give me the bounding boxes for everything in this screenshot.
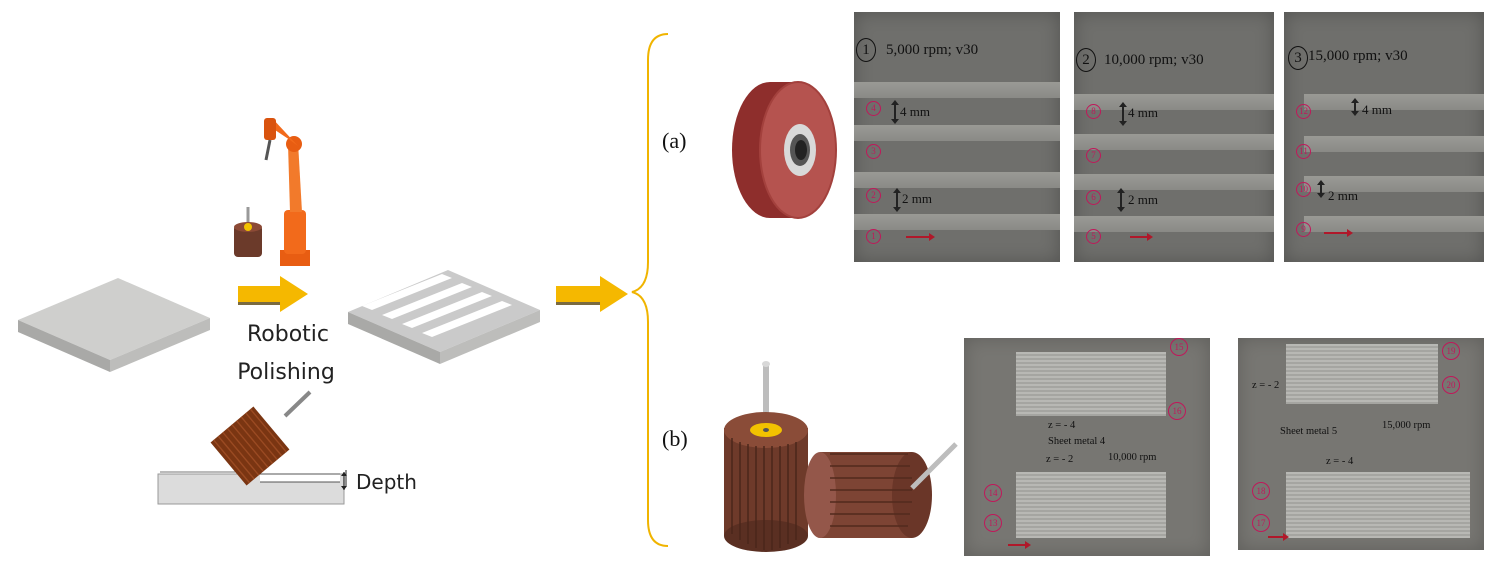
rpm-label: 10,000 rpm xyxy=(1108,452,1157,463)
direction-arrow-icon xyxy=(1268,533,1289,541)
direction-arrow-icon xyxy=(1130,233,1153,241)
polished-strip-6 xyxy=(1074,174,1274,190)
narrow-depth-label: 2 mm xyxy=(1328,188,1358,203)
path-marker: 17 xyxy=(1252,514,1270,532)
process-arrow-2 xyxy=(556,276,628,312)
path-marker: 5 xyxy=(1086,229,1101,244)
path-marker: 14 xyxy=(984,484,1002,502)
depth-schematic xyxy=(157,390,347,505)
panel-b-label: (b) xyxy=(662,426,688,451)
raw-aluminum-plate xyxy=(18,278,210,372)
narrow-depth-label: 2 mm xyxy=(1128,192,1158,207)
polished-striped-plate xyxy=(348,270,540,364)
path-marker: 12 xyxy=(1296,104,1311,119)
sheet-metal-5: 19 20 18 17 z = - 2 Sheet metal 5 15,000… xyxy=(1238,338,1484,550)
z-depth-label-bottom: z = - 4 xyxy=(1326,456,1354,467)
z-depth-label-top: z = - 2 xyxy=(1252,380,1280,391)
sheet-name-label: Sheet metal 5 xyxy=(1280,426,1338,437)
depth-arrow-icon xyxy=(1117,188,1125,212)
path-marker: 13 xyxy=(984,514,1002,532)
polished-strip-7 xyxy=(1074,134,1274,150)
z-depth-label-bottom: z = - 2 xyxy=(1046,454,1074,465)
curly-brace xyxy=(631,33,669,547)
path-marker: 20 xyxy=(1442,376,1460,394)
depth-arrow-icon xyxy=(891,100,899,124)
path-marker: 15 xyxy=(1170,338,1188,356)
sheet-metal-4: 15 16 14 13 z = - 4 Sheet metal 4 z = - … xyxy=(964,338,1210,556)
process-label-robotic: Robotic xyxy=(246,322,330,347)
direction-arrow-icon xyxy=(1324,229,1353,237)
polished-strip-5 xyxy=(1074,216,1274,232)
path-marker: 2 xyxy=(866,188,881,203)
wide-depth-label: 4 mm xyxy=(900,104,930,119)
path-marker: 18 xyxy=(1252,482,1270,500)
sheet-title: 15,000 rpm; v30 xyxy=(1308,48,1408,64)
sheet-title: 10,000 rpm; v30 xyxy=(1104,52,1204,68)
polished-strip-9 xyxy=(1304,216,1484,232)
polished-strip-10 xyxy=(1304,176,1484,192)
path-marker: 11 xyxy=(1296,144,1311,159)
polished-strip-8 xyxy=(1074,94,1274,110)
polished-strip-2 xyxy=(854,172,1060,188)
path-marker: 6 xyxy=(1086,190,1101,205)
depth-arrow-icon xyxy=(1317,180,1325,198)
polished-area-13-14 xyxy=(1016,472,1166,538)
path-marker: 3 xyxy=(866,144,881,159)
sheet-metal-1: 1 5,000 rpm; v30 4 4 mm 3 2 2 mm 1 xyxy=(854,12,1060,262)
depth-arrow-icon xyxy=(1119,102,1127,126)
z-depth-label-top: z = - 4 xyxy=(1048,420,1076,431)
wide-depth-label: 4 mm xyxy=(1128,105,1158,120)
wide-depth-label: 4 mm xyxy=(1362,102,1392,117)
direction-arrow-icon xyxy=(906,233,935,241)
polished-strip-12 xyxy=(1304,94,1484,110)
polished-area-15-16 xyxy=(1016,352,1166,416)
process-arrow-1 xyxy=(238,276,308,312)
narrow-depth-label: 2 mm xyxy=(902,191,932,206)
path-marker: 19 xyxy=(1442,342,1460,360)
polished-area-17-18 xyxy=(1286,472,1470,538)
sheet-metal-3: 3 15,000 rpm; v30 12 4 mm 11 10 2 mm 9 xyxy=(1284,12,1484,262)
polished-strip-3 xyxy=(854,125,1060,141)
sheet-number-badge: 1 xyxy=(856,38,876,62)
depth-arrow-icon xyxy=(893,188,901,212)
sheet-metal-2: 2 10,000 rpm; v30 8 4 mm 7 6 2 mm 5 xyxy=(1074,12,1274,262)
panel-a-label: (a) xyxy=(662,128,687,153)
depth-label: Depth xyxy=(356,470,417,494)
sheet-name-label: Sheet metal 4 xyxy=(1048,436,1106,447)
flap-wheel-tool-icon xyxy=(234,207,262,257)
path-marker: 7 xyxy=(1086,148,1101,163)
depth-dimension-arrow xyxy=(341,472,347,490)
direction-arrow-icon xyxy=(1008,541,1031,549)
polished-strip-1 xyxy=(854,214,1060,230)
path-marker: 10 xyxy=(1296,182,1311,197)
non-woven-abrasive-wheel xyxy=(732,81,837,219)
polished-strip-4 xyxy=(854,82,1060,98)
sheet-number-badge: 3 xyxy=(1288,46,1308,70)
path-marker: 4 xyxy=(866,101,881,116)
sheet-title: 5,000 rpm; v30 xyxy=(886,42,979,58)
polished-area-19-20 xyxy=(1286,344,1438,404)
depth-arrow-icon xyxy=(1351,98,1359,116)
sheet-number-badge: 2 xyxy=(1076,48,1096,72)
path-marker: 1 xyxy=(866,229,881,244)
path-marker: 9 xyxy=(1296,222,1311,237)
path-marker: 8 xyxy=(1086,104,1101,119)
industrial-robot-icon xyxy=(264,118,310,266)
flap-wheels-image xyxy=(724,361,958,552)
path-marker: 16 xyxy=(1168,402,1186,420)
process-label-polishing: Polishing xyxy=(237,360,335,385)
rpm-label: 15,000 rpm xyxy=(1382,420,1431,431)
polished-strip-11 xyxy=(1304,136,1484,152)
